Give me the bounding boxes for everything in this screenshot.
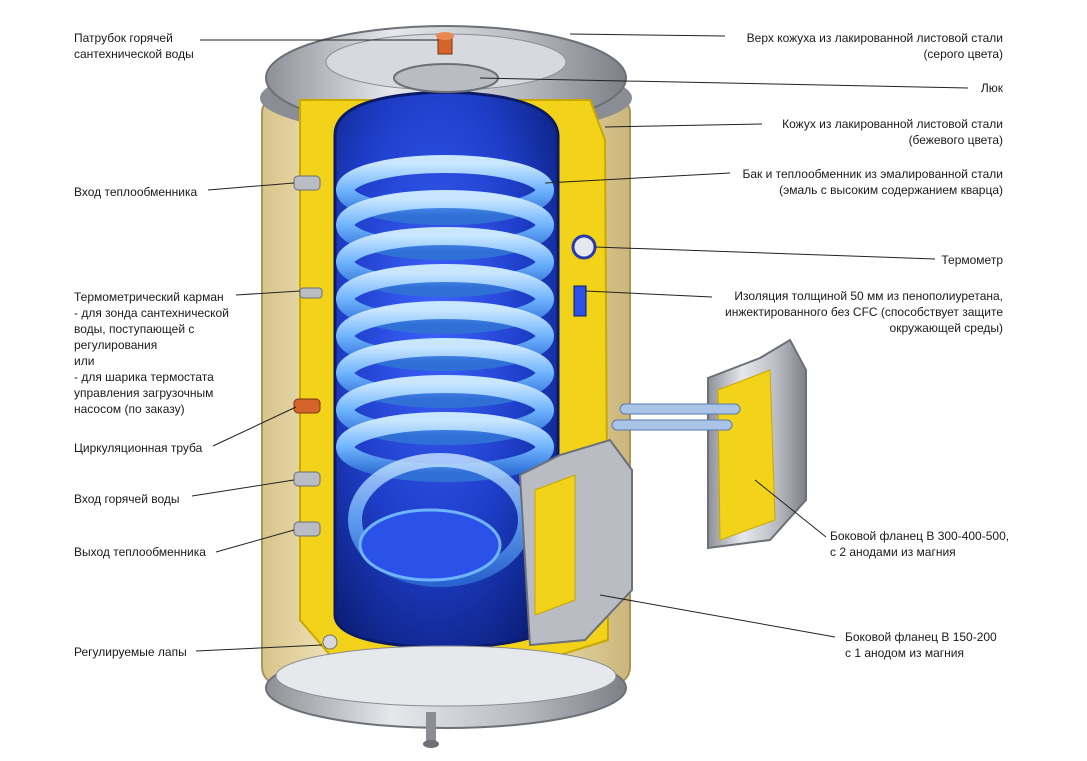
- left-connections: [293, 175, 323, 537]
- thermometer: [571, 234, 597, 317]
- base: [265, 634, 627, 748]
- label-side-flange-large: Боковой фланец B 300-400-500, с 2 анодам…: [830, 529, 1010, 559]
- label-feet: Регулируемые лапы: [74, 645, 187, 659]
- side-flange-large: [611, 338, 807, 550]
- label-side-flange-small: Боковой фланец B 150-200 с 1 анодом из м…: [845, 630, 997, 660]
- label-hx-inlet: Вход теплообменника: [74, 185, 198, 199]
- label-hatch: Люк: [980, 81, 1003, 95]
- label-thermo-pocket: Термометрический карман - для зонда сант…: [74, 290, 229, 416]
- label-hot-water-outlet: Патрубок горячей сантехнической воды: [74, 31, 194, 61]
- label-circulation-pipe: Циркуляционная труба: [74, 441, 203, 455]
- side-flange-small: [518, 438, 633, 647]
- label-tank: Бак и теплообменник из эмалированной ста…: [742, 167, 1003, 197]
- label-hx-outlet: Выход теплообменника: [74, 545, 206, 559]
- label-top-cover: Верх кожуха из лакированной листовой ста…: [746, 31, 1003, 61]
- label-casing: Кожух из лакированной листовой стали (бе…: [782, 117, 1003, 147]
- label-hot-water-inlet: Вход горячей воды: [74, 492, 180, 506]
- label-insulation: Изоляция толщиной 50 мм из пенополиурета…: [725, 289, 1003, 335]
- leader-lines: [191, 33, 969, 652]
- label-thermometer: Термометр: [941, 253, 1003, 267]
- heat-exchanger-coil: [336, 155, 554, 587]
